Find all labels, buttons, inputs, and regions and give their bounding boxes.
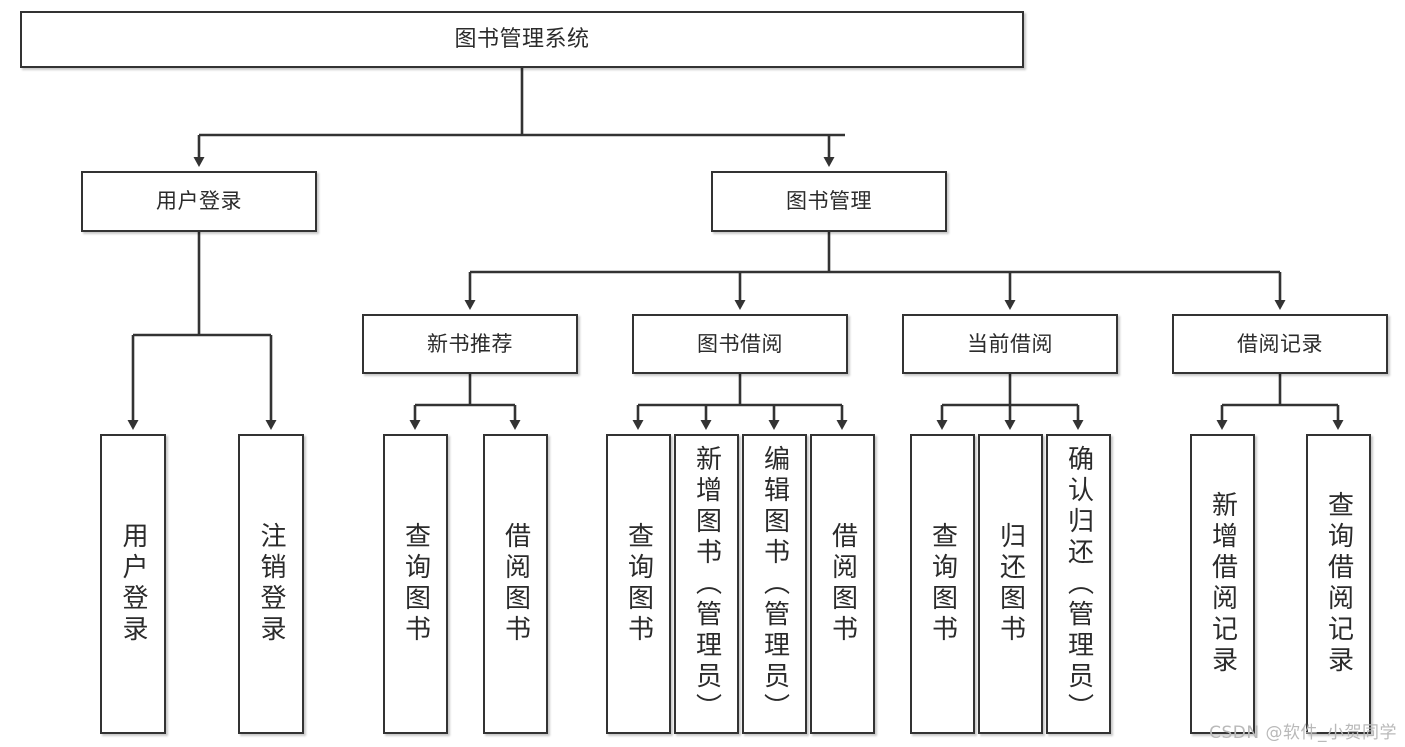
leaf-borrow-borrow-book-label: 借阅图书 [827, 522, 858, 646]
leaf-record-query-record[interactable]: 查询借阅记录 [1306, 434, 1371, 734]
leaf-borrow-add-book[interactable]: 新增图书（管理员） [674, 434, 739, 734]
node-borrow-record-label: 借阅记录 [1237, 331, 1323, 356]
leaf-current-return-book[interactable]: 归还图书 [978, 434, 1043, 734]
leaf-borrow-edit-book[interactable]: 编辑图书（管理员） [742, 434, 807, 734]
leaf-record-add-record-label: 新增借阅记录 [1207, 491, 1238, 677]
leaf-borrow-borrow-book[interactable]: 借阅图书 [810, 434, 875, 734]
leaf-current-query-book[interactable]: 查询图书 [910, 434, 975, 734]
node-borrow-record[interactable]: 借阅记录 [1172, 314, 1388, 374]
leaf-current-confirm-return-label: 确认归还（管理员） [1063, 444, 1094, 724]
node-root[interactable]: 图书管理系统 [20, 11, 1024, 68]
leaf-user-login-label: 用户登录 [118, 522, 148, 646]
leaf-user-login[interactable]: 用户登录 [100, 434, 166, 734]
leaf-user-logout[interactable]: 注销登录 [238, 434, 304, 734]
node-user-login[interactable]: 用户登录 [81, 171, 317, 232]
node-root-label: 图书管理系统 [454, 26, 590, 52]
leaf-newbook-query-book-label: 查询图书 [400, 522, 431, 646]
leaf-borrow-edit-book-label: 编辑图书（管理员） [759, 444, 790, 724]
leaf-user-logout-label: 注销登录 [256, 522, 286, 646]
node-book-manage-label: 图书管理 [786, 189, 872, 214]
leaf-current-confirm-return[interactable]: 确认归还（管理员） [1046, 434, 1111, 734]
node-new-book-recommend-label: 新书推荐 [427, 331, 513, 356]
leaf-newbook-query-book[interactable]: 查询图书 [383, 434, 448, 734]
node-current-borrow-label: 当前借阅 [967, 331, 1053, 356]
leaf-borrow-query-book[interactable]: 查询图书 [606, 434, 671, 734]
leaf-borrow-query-book-label: 查询图书 [623, 522, 654, 646]
node-new-book-recommend[interactable]: 新书推荐 [362, 314, 578, 374]
leaf-current-query-book-label: 查询图书 [927, 522, 958, 646]
node-user-login-label: 用户登录 [156, 189, 242, 214]
leaf-newbook-borrow-book[interactable]: 借阅图书 [483, 434, 548, 734]
csdn-watermark: CSDN @软件_小贺同学 [1209, 723, 1397, 743]
node-book-borrow-label: 图书借阅 [697, 331, 783, 356]
leaf-current-return-book-label: 归还图书 [995, 522, 1026, 646]
leaf-record-query-record-label: 查询借阅记录 [1323, 491, 1354, 677]
node-book-manage[interactable]: 图书管理 [711, 171, 947, 232]
node-book-borrow[interactable]: 图书借阅 [632, 314, 848, 374]
leaf-record-add-record[interactable]: 新增借阅记录 [1190, 434, 1255, 734]
leaf-newbook-borrow-book-label: 借阅图书 [500, 522, 531, 646]
leaf-borrow-add-book-label: 新增图书（管理员） [691, 444, 722, 724]
node-current-borrow[interactable]: 当前借阅 [902, 314, 1118, 374]
